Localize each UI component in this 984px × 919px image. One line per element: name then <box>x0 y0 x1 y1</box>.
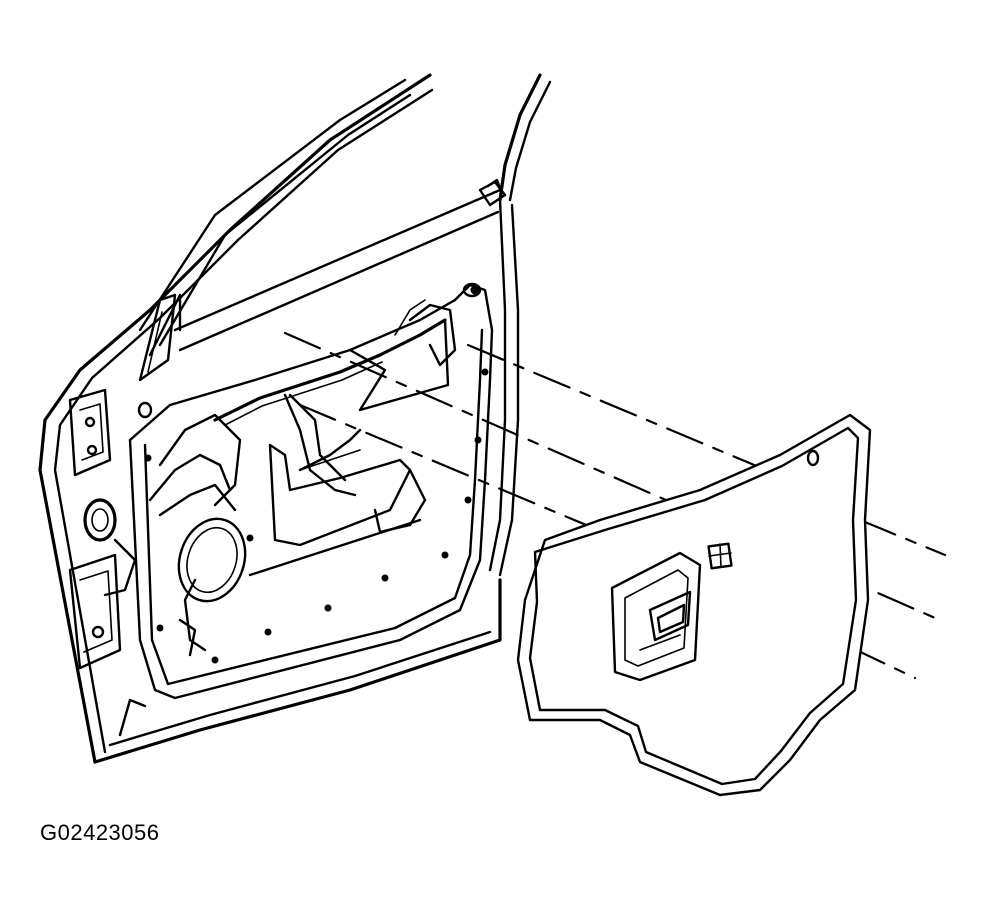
door-hinges <box>68 388 137 670</box>
window-opening <box>138 78 507 382</box>
window-switch <box>707 542 733 570</box>
leader-line-1 <box>466 343 792 482</box>
wiring-harness <box>148 299 457 517</box>
leader-line-3 <box>298 403 612 537</box>
figure-id-label: G02423056 <box>40 820 160 845</box>
speaker <box>177 517 247 657</box>
leader-line-4 <box>858 518 947 557</box>
inner-door-panel <box>128 282 494 700</box>
door-trim-panel <box>516 413 872 797</box>
door-handle-bezel <box>610 551 702 682</box>
door-frame <box>38 73 552 764</box>
